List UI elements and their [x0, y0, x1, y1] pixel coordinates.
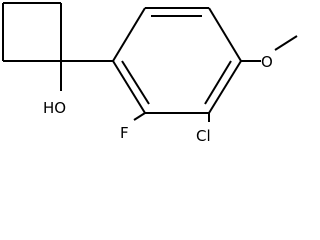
bond-ring-c1-c2	[112, 7, 146, 62]
bond-ring-inner-right	[204, 60, 232, 105]
benzene-ring	[112, 7, 242, 114]
chemical-structure-diagram: HO F Cl O	[2, 2, 298, 145]
methoxy-oxygen-label: O	[261, 53, 273, 71]
bond-ring-to-fluoro	[133, 112, 146, 121]
bond-methoxy-oxygen-to-methyl	[274, 35, 298, 51]
hydroxyl-label: HO	[43, 99, 66, 117]
chloro-label: Cl	[196, 127, 211, 145]
bond-ring-c3-c4	[208, 7, 242, 62]
cyclobutane-ring	[2, 2, 62, 62]
bond-ring-c4-c5	[208, 60, 242, 114]
bond-ring-inner-left	[121, 60, 150, 105]
bond-ring-c6-c1	[112, 60, 146, 114]
fluoro-label: F	[120, 124, 129, 142]
